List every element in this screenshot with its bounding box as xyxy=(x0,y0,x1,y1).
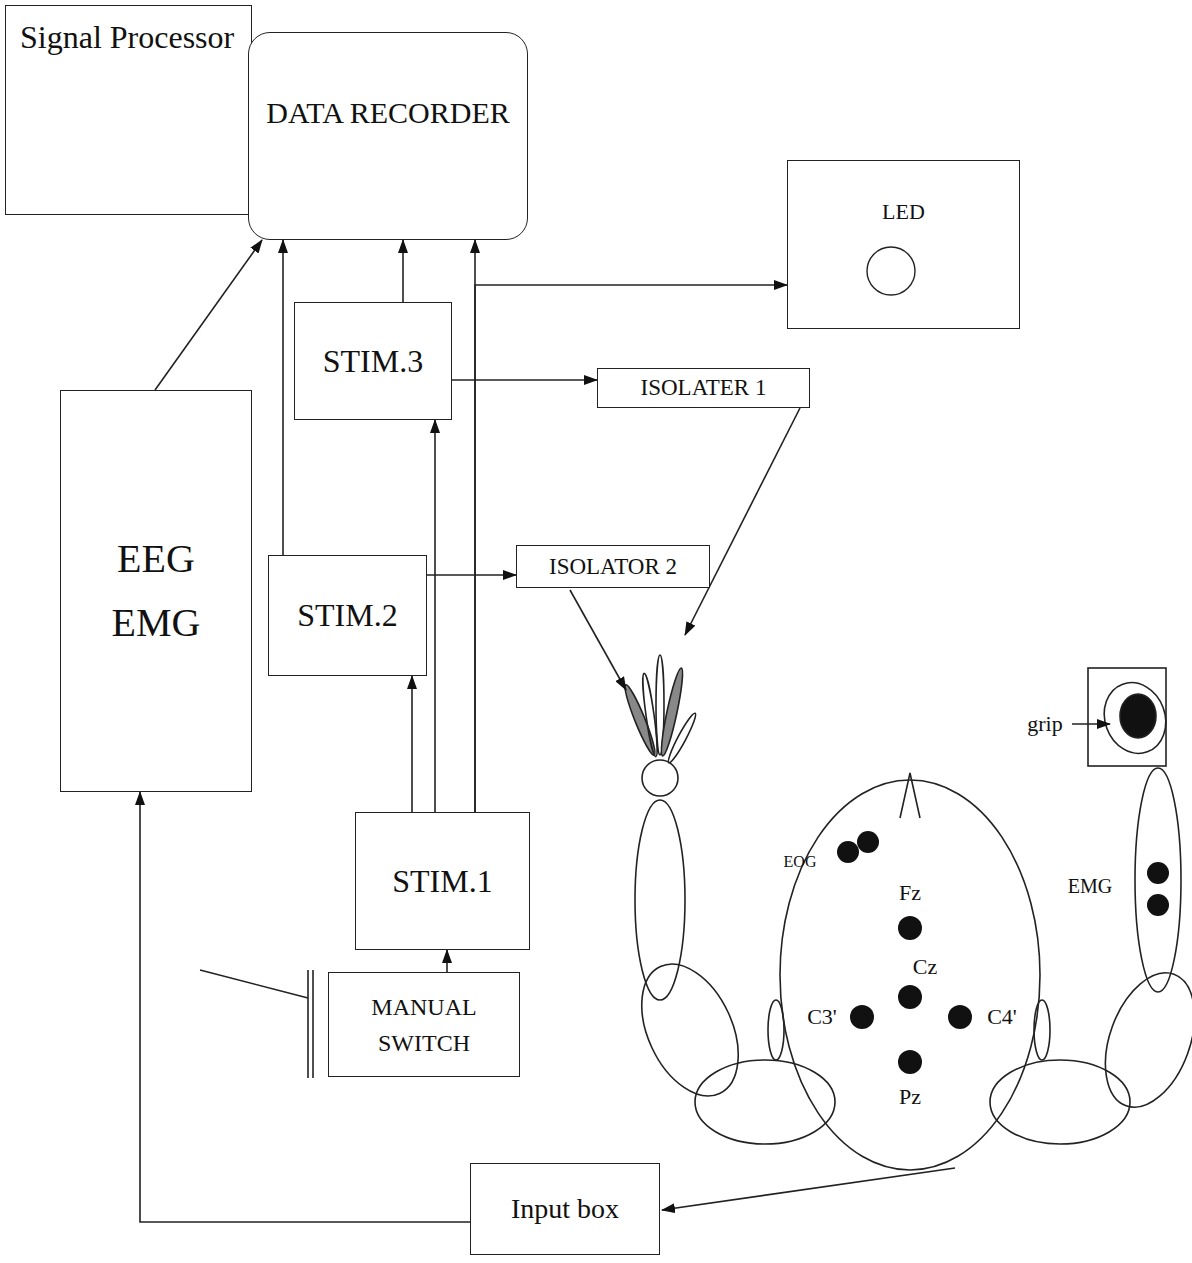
electrode xyxy=(1147,862,1169,884)
electrode-label: Fz xyxy=(899,882,921,904)
part-label: grip xyxy=(1027,713,1062,735)
nose xyxy=(900,773,920,818)
node-text: STIM.3 xyxy=(323,342,423,380)
led-lamp xyxy=(867,247,915,295)
forearm xyxy=(635,800,685,1000)
electrode xyxy=(948,1005,972,1029)
signal-connector xyxy=(452,379,597,381)
upper-arm xyxy=(1088,961,1192,1120)
signal-connector xyxy=(475,285,787,812)
grip-ball xyxy=(1120,694,1156,738)
led-symbol xyxy=(788,161,1021,326)
electrode xyxy=(837,841,859,863)
stimulator-box: STIM.3 xyxy=(294,302,452,420)
signal-connector xyxy=(282,240,284,555)
ear xyxy=(1034,1000,1050,1060)
signal-connector xyxy=(411,676,413,812)
node-text: MANUAL SWITCH xyxy=(337,989,511,1061)
forearm xyxy=(1135,768,1181,992)
stimulus-lead xyxy=(570,590,626,690)
signal-connector xyxy=(155,240,262,390)
electrode xyxy=(898,916,922,940)
cable xyxy=(662,1168,955,1210)
amplifier-box: EEG EMG xyxy=(60,390,252,792)
hand xyxy=(642,760,678,796)
electrode xyxy=(857,831,879,853)
node-text: ISOLATER 1 xyxy=(641,374,767,402)
signal-connector xyxy=(402,240,404,302)
shoulder xyxy=(695,1060,835,1144)
stimulator-box: STIM.1 xyxy=(355,812,530,950)
signal-connector xyxy=(427,574,516,576)
node-text: Input box xyxy=(511,1192,619,1226)
finger xyxy=(658,667,686,757)
ear xyxy=(768,1000,784,1060)
electrode-label: Cz xyxy=(913,956,937,978)
finger xyxy=(621,683,659,757)
signal-connector xyxy=(446,950,448,972)
stimulator-box: STIM.2 xyxy=(268,555,427,676)
switch-bar xyxy=(307,970,309,1078)
electrode xyxy=(898,985,922,1009)
leader-line xyxy=(1072,723,1110,725)
electrode-label: EOG xyxy=(784,854,817,870)
led-box: LED xyxy=(787,160,1020,329)
node-text: EEG EMG xyxy=(69,527,243,655)
electrode-label: C3' xyxy=(807,1006,837,1028)
recorder-box: DATA RECORDER xyxy=(248,32,528,240)
node-text: ISOLATOR 2 xyxy=(549,553,677,581)
electrode-label: Pz xyxy=(899,1086,921,1108)
input-box: Input box xyxy=(470,1163,660,1255)
switch-box: MANUAL SWITCH xyxy=(328,972,520,1077)
electrode-label: EMG xyxy=(1068,876,1112,896)
node-text: DATA RECORDER xyxy=(266,95,509,131)
hand xyxy=(1094,674,1175,762)
electrode-label: C4' xyxy=(987,1006,1017,1028)
head-outline xyxy=(780,780,1040,1170)
node-text: STIM.1 xyxy=(392,862,492,900)
electrode xyxy=(1147,894,1169,916)
stimulus-lead xyxy=(685,408,800,635)
signal-connector xyxy=(434,420,436,812)
node-text: STIM.2 xyxy=(297,596,397,634)
node-text: LED xyxy=(882,199,925,225)
electrode xyxy=(898,1050,922,1074)
isolator-box: ISOLATOR 2 xyxy=(516,545,710,588)
switch-lever xyxy=(200,970,308,998)
isolator-box: ISOLATER 1 xyxy=(597,368,810,408)
node-text: Signal Processor xyxy=(20,18,234,56)
finger xyxy=(665,711,698,764)
electrode xyxy=(850,1005,874,1029)
processor-box: Signal Processor xyxy=(5,5,252,215)
shoulder xyxy=(990,1060,1130,1144)
switch-bar xyxy=(312,970,314,1078)
